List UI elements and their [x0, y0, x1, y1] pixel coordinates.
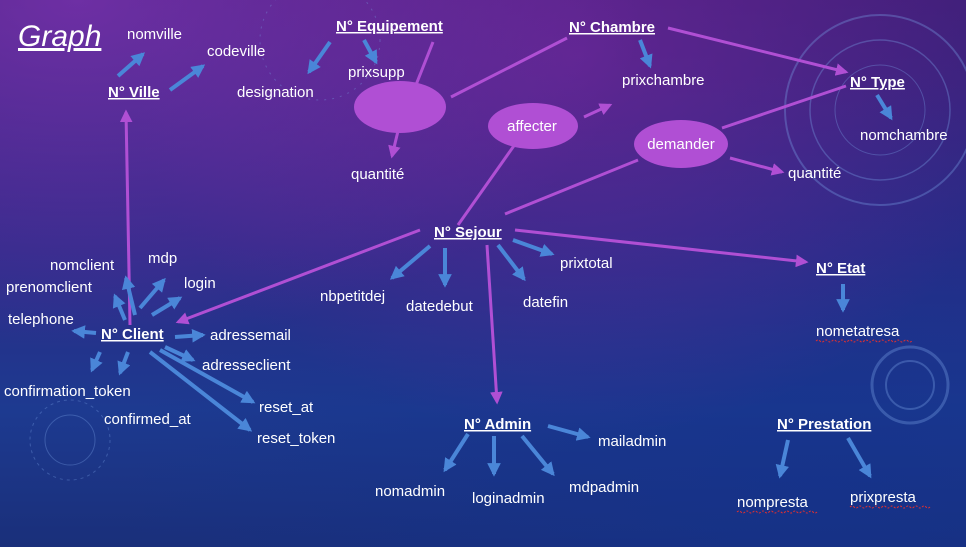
- attr-adressemail: adressemail: [210, 327, 291, 344]
- link-sejour-admin: [485, 244, 503, 405]
- attr-nbpetitdej: nbpetitdej: [320, 288, 385, 305]
- entity-type: N° Type: [850, 74, 905, 91]
- spellcheck-underlines: [736, 339, 931, 514]
- entity-admin: N° Admin: [464, 416, 531, 433]
- entity-equipement: N° Equipement: [336, 18, 443, 35]
- attr-mdpadmin: mdpadmin: [569, 479, 639, 496]
- slide-title: Graph: [18, 20, 101, 53]
- link-affecter-chambre: [583, 103, 613, 119]
- attr-nomclient: nomclient: [50, 257, 115, 274]
- entity-chambre: N° Chambre: [569, 19, 655, 36]
- attr-confirmed-at: confirmed_at: [104, 411, 192, 428]
- attr-adresseclient: adresseclient: [202, 357, 291, 374]
- relation-equipement-ellipse: [354, 81, 446, 133]
- attr-nomchambre: nomchambre: [860, 127, 948, 144]
- attr-codeville: codeville: [207, 43, 265, 60]
- relation-affecter-ellipse: [488, 103, 578, 149]
- attr-prenomclient: prenomclient: [6, 279, 93, 296]
- entity-etat: N° Etat: [816, 260, 865, 277]
- attr-confirmation-token: confirmation_token: [4, 383, 131, 400]
- attr-datedebut: datedebut: [406, 298, 474, 315]
- entities: N° Ville N° Equipement N° Chambre N° Typ…: [101, 18, 905, 433]
- attr-quantite-equipement: quantité: [351, 166, 404, 183]
- link-demander-quantite: [729, 156, 785, 176]
- entity-ville: N° Ville: [108, 84, 160, 101]
- attr-prixchambre: prixchambre: [622, 72, 705, 89]
- relation-demander-label: demander: [647, 136, 715, 153]
- attr-prixsupp: prixsupp: [348, 64, 405, 81]
- attr-reset-token: reset_token: [257, 430, 335, 447]
- attr-mdp: mdp: [148, 250, 177, 267]
- attributes: nomville codeville designation prixsupp …: [4, 26, 948, 511]
- attr-telephone: telephone: [8, 311, 74, 328]
- attr-prixpresta: prixpresta: [850, 489, 917, 506]
- relation-demander-ellipse: [634, 120, 728, 168]
- attr-prixtotal: prixtotal: [560, 255, 613, 272]
- entity-prestation: N° Prestation: [777, 416, 871, 433]
- association-links: [119, 26, 849, 405]
- link-sejour-etat: [514, 228, 809, 268]
- entity-client: N° Client: [101, 326, 164, 343]
- attr-nomville: nomville: [127, 26, 182, 43]
- relations: affecter demander: [354, 81, 728, 168]
- attr-nometatresa: nometatresa: [816, 323, 900, 340]
- link-sejour-client: [175, 228, 421, 325]
- entity-sejour: N° Sejour: [434, 224, 502, 241]
- relation-affecter-label: affecter: [507, 118, 557, 135]
- attr-datefin: datefin: [523, 294, 568, 311]
- link-demander-type: [721, 84, 847, 130]
- link-sejour-demander: [504, 158, 639, 216]
- attr-mailadmin: mailadmin: [598, 433, 666, 450]
- attr-reset-at: reset_at: [259, 399, 314, 416]
- attr-nompresta: nompresta: [737, 494, 809, 511]
- link-equipement-quantite: [388, 130, 401, 159]
- attribute-arrows: [71, 39, 893, 479]
- link-chambre-type: [667, 26, 849, 76]
- attr-designation: designation: [237, 84, 314, 101]
- attr-quantite-demander: quantité: [788, 165, 841, 182]
- link-equipement-chambre: [450, 36, 568, 99]
- background-decoration: [29, 0, 966, 481]
- attr-loginadmin: loginadmin: [472, 490, 545, 507]
- attr-nomadmin: nomadmin: [375, 483, 445, 500]
- link-sejour-affecter: [456, 139, 520, 226]
- attr-login: login: [184, 275, 216, 292]
